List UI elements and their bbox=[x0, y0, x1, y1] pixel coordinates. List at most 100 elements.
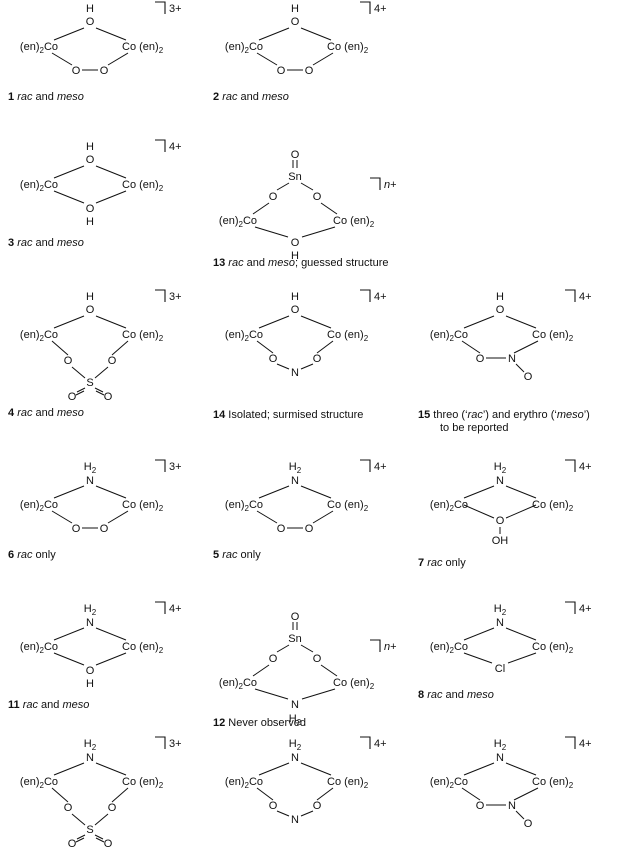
bond-line bbox=[276, 363, 290, 370]
hydrogen-atom: H bbox=[86, 291, 94, 303]
en-co-left-label: (en)2Co bbox=[20, 329, 58, 343]
bond-line bbox=[505, 762, 537, 776]
bond-line bbox=[320, 664, 338, 677]
oxygen-atom: O bbox=[100, 523, 109, 535]
en-co-left-label: (en)2Co bbox=[20, 41, 58, 55]
en-co-left-label: (en)2Co bbox=[430, 329, 468, 343]
bond-line bbox=[95, 315, 127, 329]
co-en-right-label: Co (en)2 bbox=[333, 215, 375, 229]
oxygen-atom: O bbox=[269, 353, 278, 365]
co-en-right-label: Co (en)2 bbox=[122, 776, 164, 790]
charge-label: 4+ bbox=[579, 603, 592, 615]
nitrogen-atom: N bbox=[86, 617, 94, 629]
oxygen-atom: O bbox=[104, 391, 113, 403]
oxygen-atom: O bbox=[313, 800, 322, 812]
bond-line bbox=[252, 202, 270, 215]
structure-caption: 6 rac only bbox=[8, 549, 56, 561]
oxygen-atom: O bbox=[313, 191, 322, 203]
bond-line bbox=[95, 27, 127, 41]
nitrogen-atom: N bbox=[291, 699, 299, 711]
bond-line bbox=[515, 810, 525, 820]
co-en-right-label: Co (en)2 bbox=[532, 499, 574, 513]
charge-label: n+ bbox=[384, 179, 397, 191]
bond-line bbox=[53, 165, 85, 179]
structure-caption: 2 rac and meso bbox=[213, 91, 289, 103]
bond-line bbox=[95, 627, 127, 641]
co-en-right-label: Co (en)2 bbox=[333, 677, 375, 691]
en-co-left-label: (en)2Co bbox=[430, 776, 468, 790]
en-co-left-label: (en)2Co bbox=[219, 215, 257, 229]
charge-bracket bbox=[155, 459, 166, 472]
oxygen-atom: O bbox=[524, 371, 533, 383]
h2-label: H2 bbox=[289, 461, 302, 475]
oxygen-atom: O bbox=[100, 65, 109, 77]
nitrogen-atom: N bbox=[508, 800, 516, 812]
bond-line bbox=[111, 787, 129, 803]
bond-line bbox=[463, 762, 495, 776]
bond-line bbox=[107, 510, 129, 524]
bond-line bbox=[513, 787, 539, 801]
nitrogen-atom: N bbox=[496, 475, 504, 487]
co-en-right-label: Co (en)2 bbox=[122, 499, 164, 513]
charge-bracket bbox=[565, 289, 576, 302]
co-en-right-label: Co (en)2 bbox=[532, 329, 574, 343]
nitrogen-atom: N bbox=[291, 367, 299, 379]
h2-label: H2 bbox=[494, 603, 507, 617]
charge-label: 4+ bbox=[374, 3, 387, 15]
bond-line bbox=[463, 627, 495, 641]
co-en-right-label: Co (en)2 bbox=[327, 329, 369, 343]
tin-atom: Sn bbox=[288, 171, 301, 183]
hydrogen-atom: H bbox=[291, 291, 299, 303]
oxo-oxygen: O bbox=[291, 611, 300, 623]
charge-label: 4+ bbox=[579, 461, 592, 473]
bond-line bbox=[95, 837, 105, 843]
bond-line bbox=[71, 813, 86, 826]
bond-line bbox=[51, 510, 73, 524]
sulfur-atom: S bbox=[86, 377, 93, 389]
bond-line bbox=[463, 504, 495, 519]
bond-line bbox=[515, 363, 525, 373]
oxygen-atom: O bbox=[72, 523, 81, 535]
bond-line bbox=[312, 52, 334, 66]
oxygen-atom: O bbox=[277, 65, 286, 77]
bond-line bbox=[53, 315, 85, 329]
charge-bracket bbox=[565, 601, 576, 614]
charge-bracket bbox=[360, 289, 371, 302]
co-en-right-label: Co (en)2 bbox=[532, 776, 574, 790]
bond-line bbox=[53, 762, 85, 776]
bond-line bbox=[505, 485, 537, 499]
en-co-left-label: (en)2Co bbox=[225, 41, 263, 55]
charge-bracket bbox=[565, 459, 576, 472]
bond-line bbox=[300, 182, 314, 191]
oxygen-atom: O bbox=[108, 355, 117, 367]
nitrogen-atom: N bbox=[496, 752, 504, 764]
structure-caption: 7 rac only bbox=[418, 557, 466, 569]
oxygen-atom: O bbox=[476, 800, 485, 812]
oxygen-atom: O bbox=[269, 800, 278, 812]
nitrogen-atom: N bbox=[291, 475, 299, 487]
charge-bracket bbox=[155, 601, 166, 614]
bond-line bbox=[301, 688, 336, 700]
charge-bracket bbox=[360, 459, 371, 472]
bond-line bbox=[94, 387, 104, 393]
structure-caption-line2: to be reported bbox=[440, 422, 509, 434]
oxygen-atom: O bbox=[476, 353, 485, 365]
nitrogen-atom: N bbox=[86, 475, 94, 487]
structure-caption: 4 rac and meso bbox=[8, 407, 84, 419]
oxygen-atom: O bbox=[68, 838, 77, 850]
h2-label: H2 bbox=[84, 738, 97, 752]
structure-caption: 3 rac and meso bbox=[8, 237, 84, 249]
bond-line bbox=[513, 340, 539, 354]
bond-line bbox=[300, 485, 332, 499]
co-en-right-label: Co (en)2 bbox=[532, 641, 574, 655]
oxygen-atom: O bbox=[86, 665, 95, 677]
en-co-left-label: (en)2Co bbox=[20, 776, 58, 790]
charge-label: 4+ bbox=[579, 738, 592, 750]
co-en-right-label: Co (en)2 bbox=[327, 41, 369, 55]
bond-line bbox=[461, 340, 481, 354]
oxygen-atom: O bbox=[86, 203, 95, 215]
